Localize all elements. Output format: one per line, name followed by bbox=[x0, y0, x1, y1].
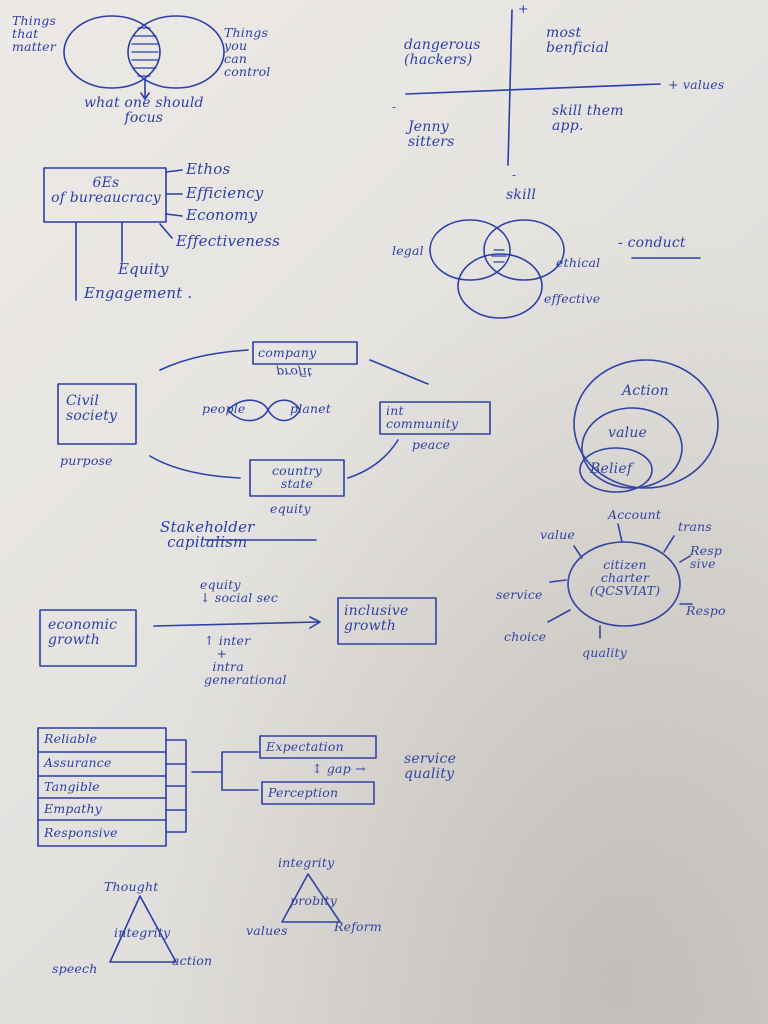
venn-right-label: Things you can control bbox=[224, 25, 271, 79]
citizen-spoke: service bbox=[496, 587, 543, 602]
stakeholder-company: company bbox=[258, 345, 317, 360]
stakeholder-caption: Stakeholder capitalism bbox=[160, 518, 255, 551]
integrity-triangles bbox=[109, 873, 341, 963]
citizen-spoke: trans bbox=[678, 519, 712, 534]
venn-conduct-note: - conduct bbox=[618, 235, 686, 251]
venn-bottom-label: what one should focus bbox=[84, 95, 204, 126]
triangle2-center: probity bbox=[290, 893, 337, 908]
bureaucracy-item: Economy bbox=[186, 206, 258, 224]
servqual-item: Assurance bbox=[44, 755, 112, 770]
triangle2-right: Reform bbox=[334, 919, 382, 934]
citizen-charter-center: citizen charter (QCSVIAT) bbox=[589, 557, 661, 598]
growth-diagram bbox=[39, 597, 437, 667]
citizen-spoke: quality bbox=[582, 645, 627, 660]
venn-effective-label: effective bbox=[544, 291, 601, 306]
triangle2-top: integrity bbox=[278, 855, 335, 870]
servqual-gap: ↕ gap → bbox=[312, 761, 366, 776]
stakeholder-planet: planet bbox=[290, 401, 332, 416]
axis-minus-y: - bbox=[512, 167, 517, 182]
growth-bottom-note: ↑ inter + intra generational bbox=[204, 633, 287, 687]
venn-left-label: Things that matter bbox=[12, 13, 57, 54]
bureaucracy-item: Effectiveness bbox=[176, 232, 281, 250]
citizen-spoke: choice bbox=[504, 629, 547, 644]
triangle1-left: speech bbox=[52, 961, 98, 976]
axis-minus-x: - bbox=[392, 99, 397, 114]
growth-economic: economic growth bbox=[48, 617, 118, 648]
axis-plus-x: + values bbox=[668, 77, 725, 92]
citizen-spoke: Resp sive bbox=[690, 543, 723, 571]
nested-action: Action bbox=[622, 383, 669, 399]
quadrant-top-left: dangerous (hackers) bbox=[404, 37, 481, 68]
skill-values-quadrant bbox=[405, 9, 661, 166]
servqual-perception: Perception bbox=[268, 785, 339, 800]
stakeholder-state: country state bbox=[271, 463, 323, 491]
triangle1-top: Thought bbox=[104, 879, 159, 894]
growth-inclusive: inclusive growth bbox=[344, 603, 409, 634]
servqual-expectation: Expectation bbox=[266, 739, 344, 754]
stakeholder-people: people bbox=[202, 401, 246, 416]
stakeholder-diagram bbox=[57, 341, 491, 541]
stakeholder-company-sub: profit bbox=[276, 365, 313, 380]
quadrant-bottom-right: skill them app. bbox=[552, 103, 624, 134]
axis-plus-y: + bbox=[518, 1, 529, 16]
action-value-belief-diagram bbox=[573, 359, 719, 493]
venn-legal-label: legal bbox=[392, 243, 424, 258]
servqual-item: Empathy bbox=[44, 801, 102, 816]
venn-conduct-diagram bbox=[429, 219, 701, 319]
servqual-diagram bbox=[37, 727, 377, 847]
stakeholder-community-sub: peace bbox=[412, 437, 451, 452]
triangle1-center: integrity bbox=[114, 925, 171, 940]
nested-value: value bbox=[608, 425, 648, 441]
venn-focus-diagram bbox=[63, 15, 225, 100]
citizen-spoke: value bbox=[540, 527, 575, 542]
citizen-spoke: Respo bbox=[686, 603, 726, 618]
bureaucracy-item: Efficiency bbox=[186, 184, 264, 202]
bureaucracy-bottom: Equity bbox=[118, 260, 169, 278]
growth-top-note: equity ↓ social sec bbox=[200, 577, 279, 605]
bureaucracy-bottom: Engagement . bbox=[84, 284, 193, 302]
stakeholder-civil-sub: purpose bbox=[60, 453, 113, 468]
bureaucracy-box-label: 6Es of bureaucracy bbox=[51, 175, 161, 206]
servqual-item: Reliable bbox=[44, 731, 98, 746]
servqual-item: Responsive bbox=[44, 825, 118, 840]
quadrant-bottom-left: Jenny sitters bbox=[408, 119, 455, 150]
stakeholder-community: int community bbox=[386, 403, 459, 431]
stakeholder-civil: Civil society bbox=[66, 393, 118, 424]
citizen-spoke: Account bbox=[608, 507, 662, 522]
triangle1-right: action bbox=[172, 953, 213, 968]
stakeholder-state-sub: equity bbox=[270, 501, 311, 516]
servqual-item: Tangible bbox=[44, 779, 100, 794]
triangle2-left: values bbox=[246, 923, 288, 938]
axis-skill-label: skill bbox=[506, 187, 537, 203]
servqual-result: service quality bbox=[404, 751, 457, 782]
nested-belief: Belief bbox=[590, 461, 633, 477]
venn-ethical-label: ethical bbox=[556, 255, 601, 270]
bureaucracy-diagram bbox=[43, 167, 183, 301]
quadrant-top-right: most benficial bbox=[546, 25, 609, 56]
citizen-charter-diagram bbox=[547, 523, 693, 639]
bureaucracy-item: Ethos bbox=[186, 160, 231, 178]
